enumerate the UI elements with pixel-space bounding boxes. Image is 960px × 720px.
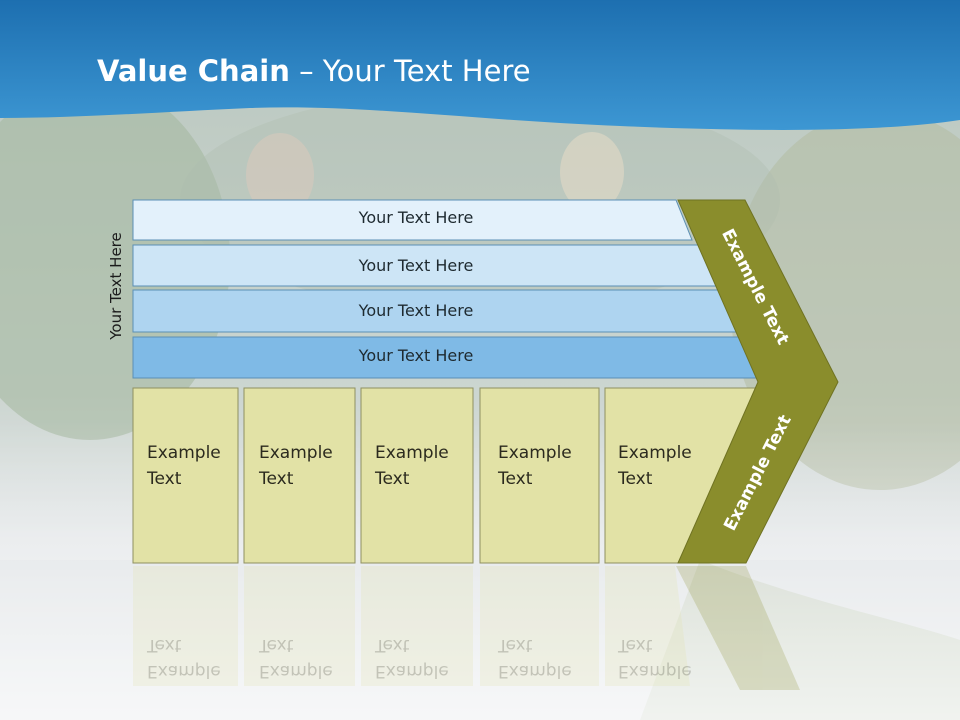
box-3-reflection-line2: Text xyxy=(375,635,410,655)
row-3-label: Your Text Here xyxy=(358,301,474,320)
box-3-reflection: Example Text xyxy=(375,632,449,684)
box-2-shape xyxy=(243,387,356,564)
box-5-reflection-line2: Text xyxy=(618,635,653,655)
row-2-label: Your Text Here xyxy=(358,256,474,275)
box-1-reflection-line1: Example xyxy=(147,661,221,681)
title-bold: Value Chain xyxy=(97,54,290,88)
box-2-line1: Example xyxy=(259,443,333,463)
box-2-line2: Text xyxy=(259,469,294,489)
box-5-reflection-line1: Example xyxy=(618,661,692,681)
box-4-reflection-line2: Text xyxy=(498,635,533,655)
row-1-label: Your Text Here xyxy=(358,208,474,227)
slide-title: Value Chain – Your Text Here xyxy=(97,54,531,88)
box-1-reflection: Example Text xyxy=(147,632,221,684)
box-1-shape xyxy=(132,387,239,564)
row-4-label: Your Text Here xyxy=(358,346,474,365)
box-3-shape xyxy=(360,387,474,564)
box-3-line2: Text xyxy=(375,469,410,489)
box-2-reflection-line2: Text xyxy=(259,635,294,655)
row-1-shape xyxy=(132,199,693,241)
box-2-reflection-line1: Example xyxy=(259,661,333,681)
box-4-shape xyxy=(479,387,600,564)
box-4-line2: Text xyxy=(498,469,533,489)
title-rest: – Your Text Here xyxy=(289,54,531,88)
box-3-reflection-line1: Example xyxy=(375,661,449,681)
box-5-line1: Example xyxy=(618,443,692,463)
box-5-reflection: Example Text xyxy=(618,632,692,684)
box-4-reflection: Example Text xyxy=(498,632,572,684)
chevron-shape xyxy=(677,199,839,564)
box-2-reflection: Example Text xyxy=(259,632,333,684)
box-1-reflection-line2: Text xyxy=(147,635,182,655)
box-4-reflection-line1: Example xyxy=(498,661,572,681)
box-5-line2: Text xyxy=(618,469,653,489)
box-3-line1: Example xyxy=(375,443,449,463)
box-4-line1: Example xyxy=(498,443,572,463)
box-1-line1: Example xyxy=(147,443,221,463)
box-1-line2: Text xyxy=(147,469,182,489)
reflection xyxy=(133,566,800,690)
